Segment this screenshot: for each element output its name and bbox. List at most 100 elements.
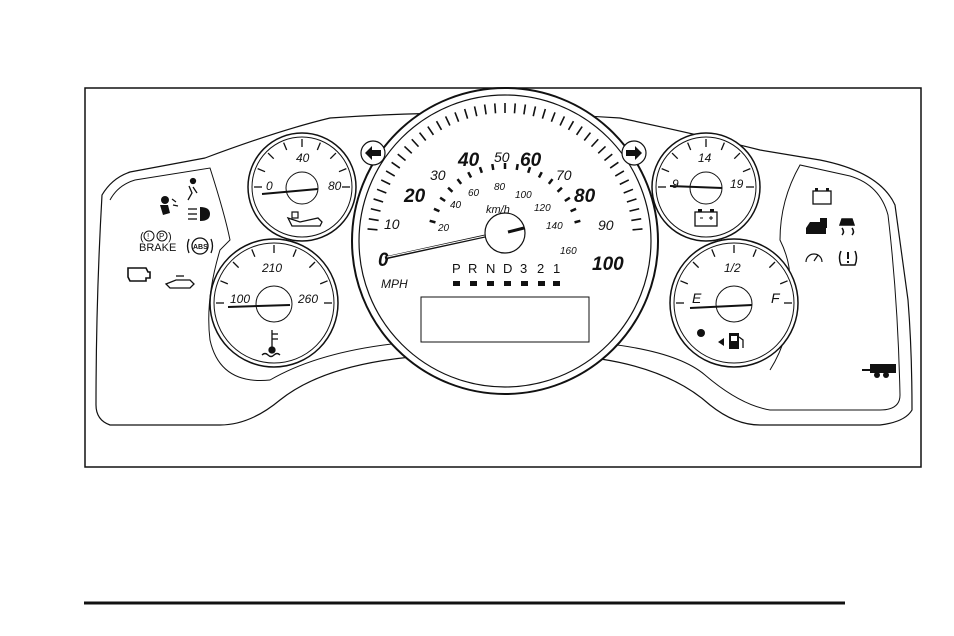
kmh-tick (526, 166, 532, 174)
mph-tick (619, 179, 630, 186)
oil-tick (329, 152, 337, 160)
mph-tick (631, 218, 642, 222)
mph-tick (483, 104, 487, 115)
fuel-needle (689, 304, 753, 309)
mph-tick (403, 145, 413, 154)
right-telltales (805, 188, 896, 378)
mph-tick (614, 170, 625, 177)
mph-tick (454, 112, 460, 122)
kmh-label-40: 40 (450, 200, 462, 211)
oil-tick (338, 168, 347, 173)
kmh-label-20: 20 (437, 223, 450, 234)
mph-tick (368, 218, 379, 222)
kmh-tick (439, 196, 446, 203)
fuel-tick (768, 261, 776, 269)
kmh-label-80: 80 (494, 182, 506, 193)
volt-label-9: 9 (672, 177, 679, 191)
check-engine-icon (127, 267, 151, 282)
mph-tick (575, 126, 583, 136)
mph-tick (523, 104, 527, 115)
mph-tick (385, 170, 396, 177)
volt-tick (733, 152, 741, 160)
mph-label-20: 20 (403, 186, 426, 207)
kmh-tick (467, 171, 473, 179)
fuel-label-f: F (771, 290, 781, 306)
speedometer: 0 10 20 30 40 50 60 70 80 90 100 20 40 6… (351, 87, 659, 395)
airbag-icon (160, 196, 179, 215)
mph-tick (435, 120, 443, 131)
kmh-ticks (429, 163, 581, 224)
oil-pressure-icon (286, 211, 323, 227)
mph-tick (367, 228, 378, 231)
kmh-label-60: 60 (468, 188, 480, 199)
mph-label-10: 10 (384, 216, 400, 232)
oil-tick (316, 142, 321, 151)
mph-tick (391, 161, 401, 169)
mph-tick (629, 208, 640, 212)
cluster-inner-outline (109, 164, 901, 411)
mph-tick (473, 106, 478, 117)
trailer-icon (862, 364, 896, 378)
mph-label-80: 80 (574, 186, 596, 207)
gear-n: N (486, 261, 495, 276)
mph-tick (541, 108, 547, 119)
mph-tick (626, 198, 637, 203)
mph-tick (559, 116, 566, 126)
fuel-label-e: E (692, 290, 702, 306)
battery-icon (694, 209, 718, 227)
kmh-tick (570, 207, 577, 213)
kmh-tick (447, 186, 454, 193)
mph-tick (380, 179, 391, 186)
mph-tick (550, 112, 556, 122)
seatbelt-icon (187, 177, 198, 201)
tire-pressure-icon (838, 250, 858, 266)
gear-3: 3 (520, 261, 527, 276)
oil-tick (283, 142, 288, 151)
mph-ticks (367, 103, 643, 231)
temp-label-260: 260 (297, 292, 318, 306)
mph-tick (590, 138, 599, 148)
fuel-tick (752, 249, 757, 258)
gear-dots (453, 281, 560, 286)
mph-tick (583, 132, 592, 141)
mph-label-70: 70 (556, 167, 572, 183)
kmh-label-140: 140 (546, 221, 563, 232)
turn-left-arrow-icon (360, 140, 386, 166)
abs-label: ABS (193, 244, 208, 251)
mph-tick (427, 126, 435, 136)
kmh-label-160: 160 (560, 246, 577, 257)
oil-pressure-gauge: 0 40 80 (247, 132, 357, 242)
mph-label-30: 30 (430, 167, 446, 183)
volt-label-19: 19 (730, 177, 744, 191)
mph-tick (493, 103, 497, 114)
temp-tick (319, 280, 328, 285)
voltmeter-gauge: 9 14 19 (651, 132, 761, 242)
mph-tick (623, 188, 634, 194)
oil-label-80: 80 (328, 179, 342, 193)
mph-tick (444, 116, 451, 126)
brake-warning-icon: ( ! P ) BRAKE (139, 230, 176, 254)
coolant-temperature-gauge: 100 210 260 (209, 238, 339, 368)
kmh-tick (433, 207, 440, 213)
left-telltales: ( ! P ) BRAKE ABS (127, 177, 214, 289)
kmh-tick (556, 186, 563, 193)
mph-label-50: 50 (494, 149, 510, 165)
oil-needle (261, 188, 319, 195)
oil-can-icon (164, 275, 195, 289)
fuel-gauge: E 1/2 F (669, 238, 799, 368)
mph-label-90: 90 (598, 217, 614, 233)
volt-tick (661, 168, 670, 173)
charging-battery-icon (812, 188, 832, 205)
fuel-tick (692, 261, 700, 269)
kmh-tick (547, 178, 554, 185)
gear-d: D (503, 261, 512, 276)
abs-icon: ABS (186, 237, 214, 255)
speedometer-hub (484, 212, 526, 254)
mph-tick (532, 106, 537, 117)
kmh-tick (574, 219, 581, 224)
traction-control-icon (838, 218, 856, 236)
cruise-icon (805, 253, 823, 263)
svg-text:!: ! (147, 232, 149, 241)
kmh-tick (515, 163, 519, 171)
